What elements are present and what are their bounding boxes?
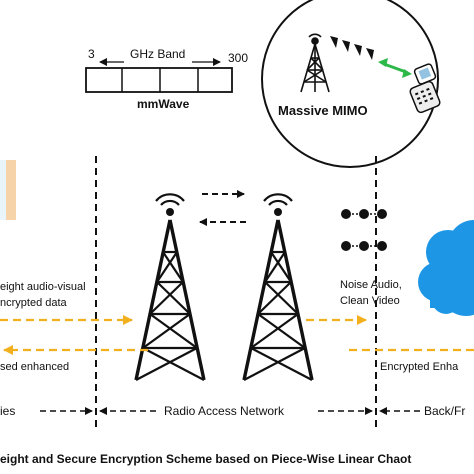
band-name: mmWave xyxy=(137,97,190,111)
processing-nodes-icon xyxy=(341,209,387,251)
massive-mimo-circle xyxy=(261,0,439,168)
source-panel xyxy=(0,160,16,220)
left-upper-text-line2: ncrypted data xyxy=(0,297,67,309)
mimo-link-arrow-icon xyxy=(378,58,412,78)
band-end-label: 300 xyxy=(228,51,249,65)
center-section-label: Radio Access Network xyxy=(164,404,285,418)
right-encrypted-text: Encrypted Enha xyxy=(380,361,459,373)
figure-caption: eight and Secure Encryption Scheme based… xyxy=(0,452,412,466)
cloud-icon xyxy=(418,220,474,316)
band-start-label: 3 xyxy=(88,47,95,61)
mmwave-band-bar xyxy=(85,58,233,93)
left-lower-text: sed enhanced xyxy=(0,361,70,373)
mimo-antenna-array-icon xyxy=(330,36,374,60)
mimo-tower-icon xyxy=(300,33,330,93)
left-section-label: ies xyxy=(0,404,16,418)
base-station-tower-2 xyxy=(242,193,314,381)
noise-audio-line1: Noise Audio, xyxy=(340,279,402,291)
noise-audio-line2: Clean Video xyxy=(340,295,400,307)
mobile-phone-icon xyxy=(409,63,441,114)
band-title: GHz Band xyxy=(130,47,186,61)
left-upper-text-line1: eight audio-visual xyxy=(0,281,86,293)
right-section-label: Back/Fr xyxy=(424,404,466,418)
mimo-label: Massive MIMO xyxy=(278,103,368,118)
base-station-tower-1 xyxy=(134,193,206,381)
